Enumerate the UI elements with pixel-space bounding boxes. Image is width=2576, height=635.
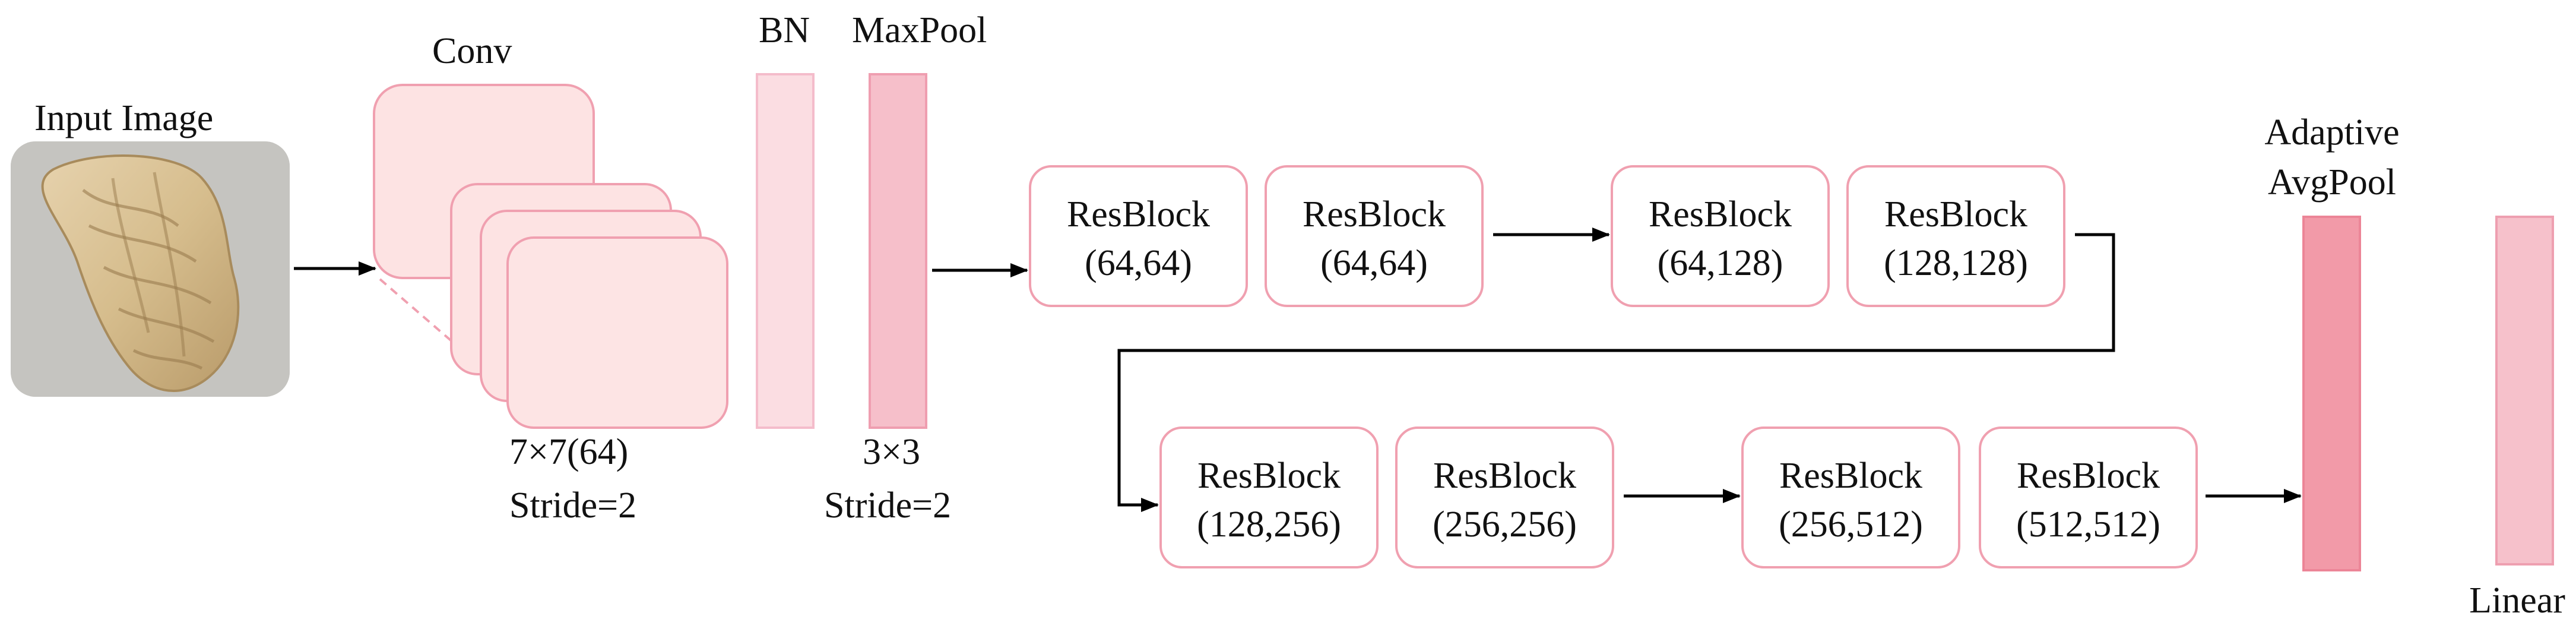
- conv-label: Conv: [432, 31, 512, 71]
- resblock-6-dims: (256,256): [1433, 504, 1577, 545]
- resblock-box-1: [1029, 165, 1248, 307]
- resblock-7-name: ResBlock: [1779, 456, 1923, 496]
- resblock-5-dims: (128,256): [1197, 504, 1341, 545]
- resblock-3-dims: (64,128): [1657, 243, 1783, 283]
- resblock-box-2: [1265, 165, 1484, 307]
- bn-bar: [756, 73, 815, 429]
- conv-block: [373, 84, 728, 429]
- bn-label: BN: [759, 10, 810, 50]
- resblock-5-name: ResBlock: [1197, 456, 1341, 496]
- avgpool-label-line2: AvgPool: [2268, 162, 2396, 203]
- resblock-1-name: ResBlock: [1066, 194, 1211, 235]
- linear-label: Linear: [2469, 580, 2565, 621]
- resblock-box-3: [1611, 165, 1830, 307]
- input-image-label: Input Image: [34, 98, 214, 138]
- resblock-4-dims: (128,128): [1884, 243, 2028, 283]
- maxpool-label: MaxPool: [852, 10, 987, 50]
- conv-stride-label: Stride=2: [509, 485, 637, 526]
- resblock-box-6: [1395, 427, 1614, 568]
- resblock-2-dims: (64,64): [1320, 243, 1428, 283]
- conv-kernel-label: 7×7(64): [509, 432, 629, 472]
- linear-bar: [2495, 216, 2554, 566]
- resblock-7-dims: (256,512): [1779, 504, 1923, 545]
- resblock-box-8: [1979, 427, 2198, 568]
- maxpool-stride-label: Stride=2: [824, 485, 952, 526]
- arrow-row1-to-row2: [1117, 233, 2115, 512]
- resblock-3-name: ResBlock: [1648, 194, 1792, 235]
- resblock-8-name: ResBlock: [2016, 456, 2160, 496]
- resblock-2-name: ResBlock: [1302, 194, 1446, 235]
- avgpool-bar: [2302, 216, 2361, 571]
- resblock-1-dims: (64,64): [1085, 243, 1192, 283]
- maxpool-bar: [869, 73, 927, 429]
- resblock-box-7: [1741, 427, 1960, 568]
- avgpool-label-line1: Adaptive: [2264, 112, 2400, 153]
- resblock-8-dims: (512,512): [2016, 504, 2160, 545]
- resblock-4-name: ResBlock: [1884, 194, 2028, 235]
- resblock-box-5: [1159, 427, 1379, 568]
- resblock-6-name: ResBlock: [1433, 456, 1577, 496]
- input-image: [11, 141, 290, 397]
- maxpool-kernel-label: 3×3: [863, 432, 920, 472]
- resblock-box-4: [1846, 165, 2065, 307]
